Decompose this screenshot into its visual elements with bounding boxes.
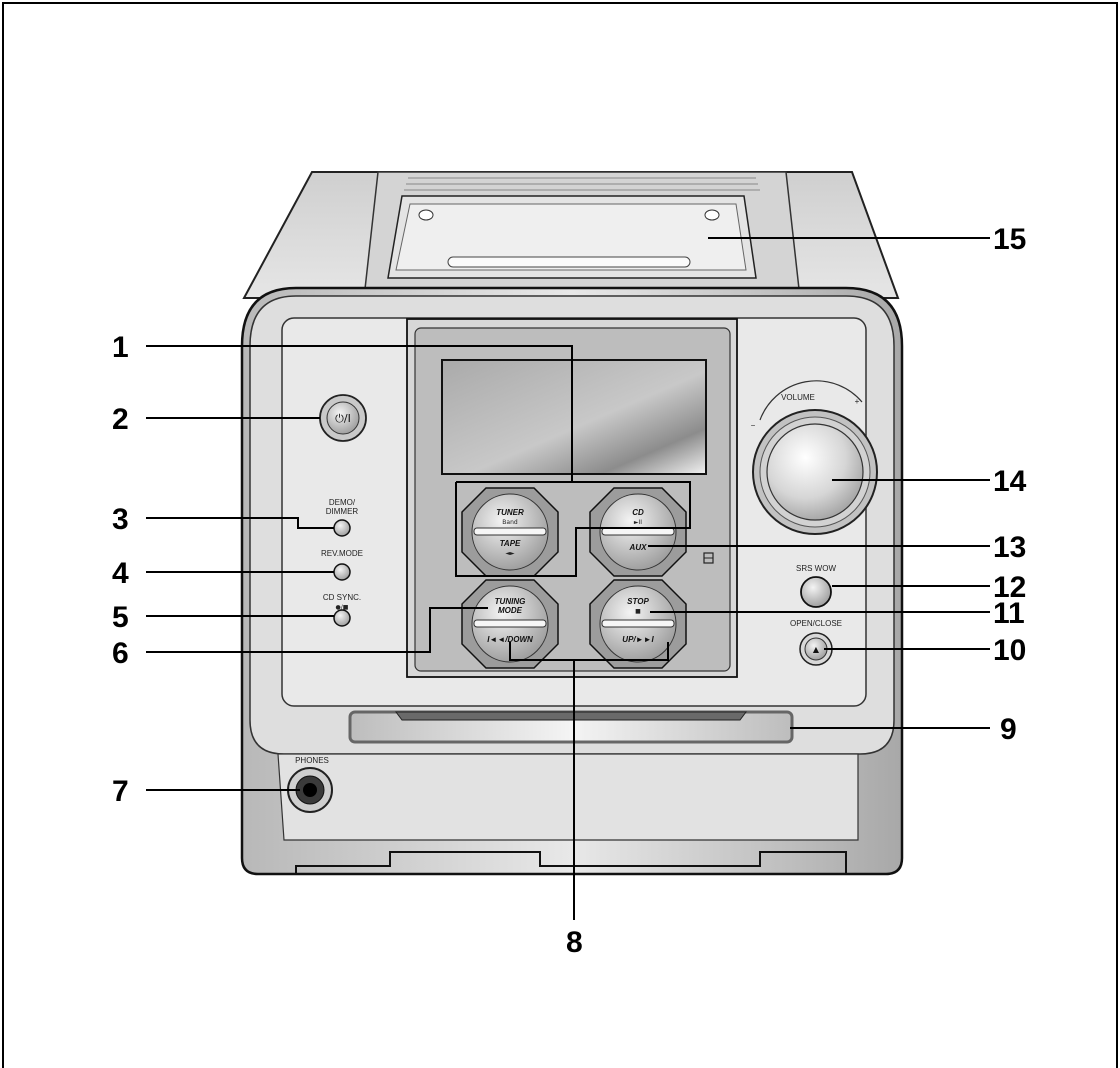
- eject-icon: ▲: [813, 645, 820, 654]
- stop-label: STOP: [627, 597, 649, 606]
- volume-minus-icon: −: [751, 421, 756, 430]
- power-button[interactable]: ⏻/I: [319, 394, 367, 442]
- tuner-label: TUNER: [496, 508, 524, 517]
- callout-9: 9: [1000, 713, 1017, 746]
- display-screen: [441, 359, 707, 475]
- volume-label: VOLUME: [781, 393, 815, 402]
- cd-aux-button[interactable]: CD ►II AUX: [589, 487, 687, 577]
- phones-jack[interactable]: [287, 767, 333, 813]
- phones-label: PHONES: [295, 756, 329, 765]
- callout-7: 7: [112, 775, 129, 808]
- stop-button[interactable]: STOP ■ UP/►►I: [589, 579, 687, 669]
- callout-5: 5: [112, 601, 129, 634]
- tuner-tape-button[interactable]: TUNER Band TAPE ◄►: [461, 487, 559, 577]
- leader-lines: [146, 237, 990, 920]
- callout-3: 3: [112, 503, 129, 536]
- dimmer-label: DIMMER: [326, 507, 359, 516]
- srs-wow-button[interactable]: [800, 576, 832, 608]
- rev-mode-button[interactable]: [333, 563, 351, 581]
- tuning-mode-button[interactable]: TUNING MODE I◄◄/DOWN: [461, 579, 559, 669]
- demo-dimmer-button[interactable]: [333, 519, 351, 537]
- demo-label: DEMO/: [329, 498, 356, 507]
- callout-4: 4: [112, 557, 129, 590]
- mode-label: MODE: [498, 606, 523, 615]
- power-icon: ⏻/I: [335, 412, 351, 425]
- cd-sync-label: CD SYNC.: [323, 593, 361, 602]
- callout-14: 14: [993, 465, 1027, 498]
- record-stop-icon: ●/■: [336, 604, 349, 611]
- skip-up-label: UP/►►I: [622, 635, 654, 644]
- cd-sync-button[interactable]: [333, 609, 351, 627]
- band-label: Band: [502, 519, 518, 526]
- rev-mode-label: REV.MODE: [321, 549, 363, 558]
- skip-down-label: I◄◄/DOWN: [487, 635, 533, 644]
- tape-arrows-icon: ◄►: [505, 550, 515, 557]
- callout-10: 10: [993, 634, 1026, 667]
- cd-label: CD: [632, 508, 644, 517]
- cd-slot: [348, 710, 794, 744]
- srs-wow-label: SRS WOW: [796, 564, 836, 573]
- callout-11: 11: [993, 597, 1025, 630]
- callout-2: 2: [112, 403, 129, 436]
- open-close-button[interactable]: ▲: [799, 632, 833, 666]
- play-pause-icon: ►II: [634, 519, 642, 526]
- callout-numbers: 1 2 3 4 5 6 7 8 9 10 11 12 13 14 15: [112, 223, 1027, 959]
- volume-knob[interactable]: [752, 380, 878, 535]
- aux-label: AUX: [629, 543, 648, 552]
- callout-13: 13: [993, 531, 1026, 564]
- volume-plus-icon: +: [855, 397, 860, 406]
- cassette-deck-lid[interactable]: [387, 195, 757, 279]
- stop-icon: ■: [635, 608, 641, 615]
- callout-6: 6: [112, 637, 129, 670]
- tuning-label: TUNING: [495, 597, 526, 606]
- callout-8: 8: [566, 926, 583, 959]
- callout-15: 15: [993, 223, 1026, 256]
- callout-1: 1: [112, 331, 129, 364]
- tape-label: TAPE: [500, 539, 521, 548]
- callout-12: 12: [993, 571, 1026, 604]
- open-close-label: OPEN/CLOSE: [790, 619, 842, 628]
